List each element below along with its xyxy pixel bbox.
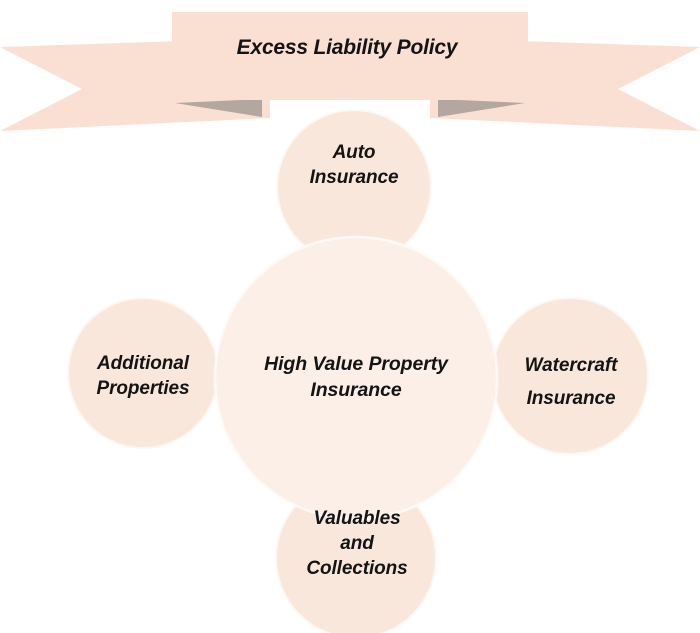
- banner-left-fold-shadow: [175, 99, 262, 117]
- banner-title: Excess Liability Policy: [236, 36, 458, 59]
- satellite-circle-left: [67, 297, 219, 449]
- center-circle: [213, 235, 499, 521]
- banner-ribbon: [0, 12, 700, 131]
- satellite-circle-right: [491, 297, 649, 455]
- banner-center-panel: [172, 12, 528, 100]
- banner-right-fold-shadow: [438, 99, 525, 117]
